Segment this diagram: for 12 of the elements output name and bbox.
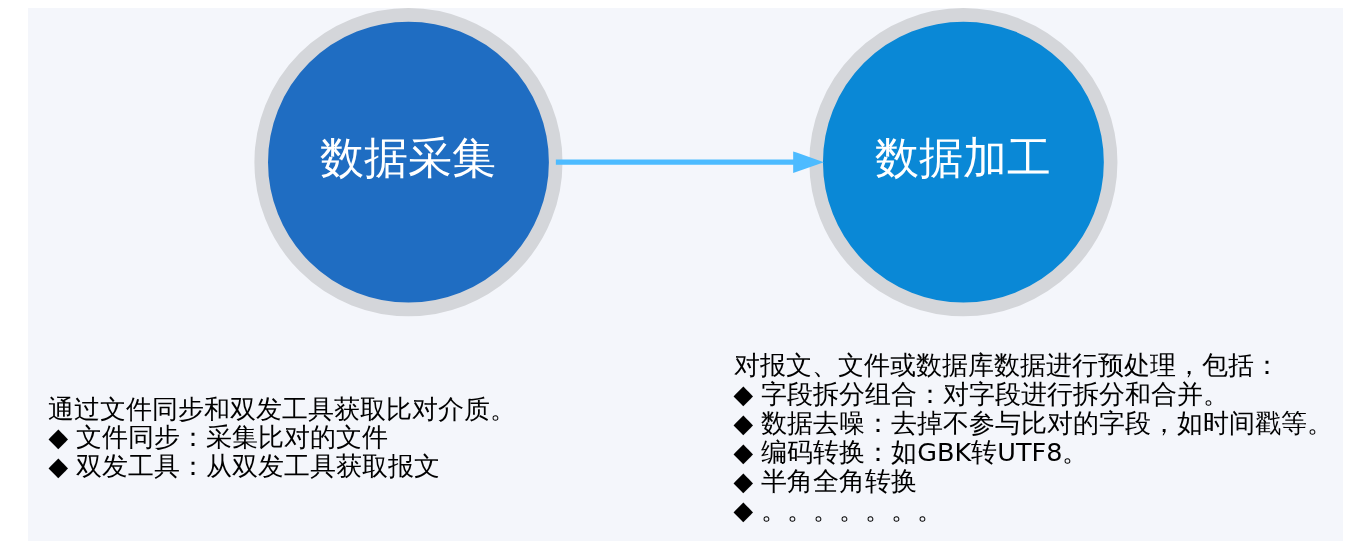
- node-circle: 数据加工: [808, 8, 1117, 317]
- node-label: ◆ 文件同步：采集比对的文件: [47, 422, 388, 453]
- node-circle: 数据采集: [253, 8, 562, 317]
- node-label: 通过文件同步和双发工具获取比对介质。: [47, 393, 516, 424]
- node-label: 对报文、文件或数据库数据进行预处理，包括：: [733, 350, 1280, 381]
- node-label: ◆ 编码转换：如GBK转UTF8。: [733, 436, 1089, 467]
- node-label: ◆ 数据去噪：去掉不参与比对的字段，如时间戳等。: [733, 407, 1333, 438]
- node-label: ◆ 。。。。。。。: [733, 494, 943, 525]
- node-label: ◆ 双发工具：从双发工具获取报文: [47, 451, 440, 482]
- arrow: [555, 151, 824, 173]
- node-label: ◆ 半角全角转换: [733, 465, 917, 496]
- node-label: ◆ 字段拆分组合：对字段进行拆分和合并。: [733, 379, 1229, 410]
